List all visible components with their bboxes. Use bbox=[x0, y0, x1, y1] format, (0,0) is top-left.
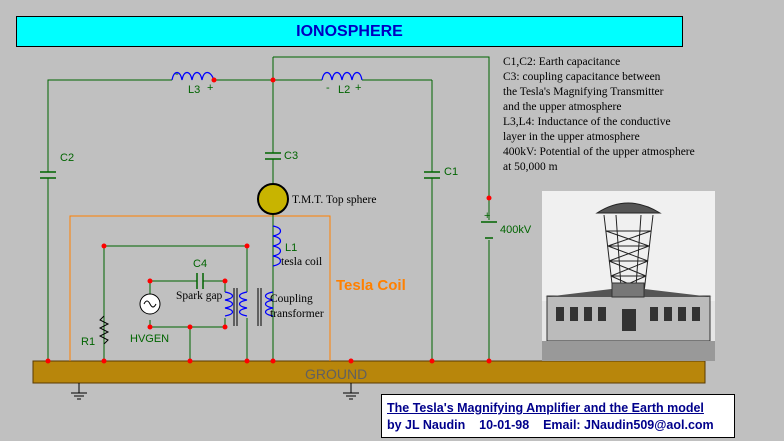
ground-bar bbox=[32, 360, 706, 384]
l2-plus: + bbox=[355, 82, 362, 94]
top-sphere bbox=[257, 183, 289, 215]
note-line: 400kV: Potential of the upper atmosphere bbox=[503, 146, 695, 158]
c1-label: C1 bbox=[444, 166, 459, 178]
note-line: layer in the upper atmosphere bbox=[503, 131, 640, 143]
caption-byline: by JL Naudin 10-01-98 Email: JNaudin509@… bbox=[387, 418, 714, 432]
wardenclyffe-tower-photo bbox=[542, 191, 715, 361]
note-line: and the upper atmosphere bbox=[503, 101, 622, 113]
note-line: C3: coupling capacitance between bbox=[503, 71, 661, 83]
l1-desc: tesla coil bbox=[281, 256, 323, 268]
hvgen-label: HVGEN bbox=[130, 333, 170, 345]
l2-label: L2 bbox=[338, 84, 351, 96]
l3-plus: + bbox=[207, 82, 214, 94]
caption-box: The Tesla's Magnifying Amplifier and the… bbox=[381, 394, 735, 438]
component-notes: C1,C2: Earth capacitance C3: coupling ca… bbox=[503, 55, 773, 175]
battery-plus: + bbox=[484, 210, 491, 222]
tesla-coil-label: Tesla Coil bbox=[336, 277, 406, 294]
note-line: the Tesla's Magnifying Transmitter bbox=[503, 86, 664, 98]
l1-label: L1 bbox=[285, 242, 298, 254]
note-line: C1,C2: Earth capacitance bbox=[503, 56, 621, 68]
spark-gap-label: Spark gap bbox=[176, 290, 223, 302]
c3-label: C3 bbox=[284, 150, 299, 162]
note-line: L3,L4: Inductance of the conductive bbox=[503, 116, 671, 128]
c2-label: C2 bbox=[60, 152, 75, 164]
l3-minus: - bbox=[175, 68, 179, 80]
coupling-label-1: Coupling bbox=[270, 293, 313, 305]
c4-label: C4 bbox=[193, 258, 208, 270]
l2-minus: - bbox=[326, 82, 330, 94]
l3-label: L3 bbox=[188, 84, 201, 96]
coupling-label-2: transformer bbox=[270, 308, 324, 320]
r1-resistor bbox=[98, 315, 110, 345]
caption-title: The Tesla's Magnifying Amplifier and the… bbox=[387, 401, 704, 415]
note-line: at 50,000 m bbox=[503, 161, 558, 173]
ionosphere-banner: IONOSPHERE bbox=[16, 16, 683, 47]
r1-label: R1 bbox=[81, 336, 96, 348]
tesla-coil-boundary bbox=[69, 215, 331, 361]
top-sphere-label: T.M.T. Top sphere bbox=[292, 194, 377, 206]
ground-label: GROUND bbox=[305, 366, 368, 382]
voltage-label: 400kV bbox=[500, 224, 532, 236]
